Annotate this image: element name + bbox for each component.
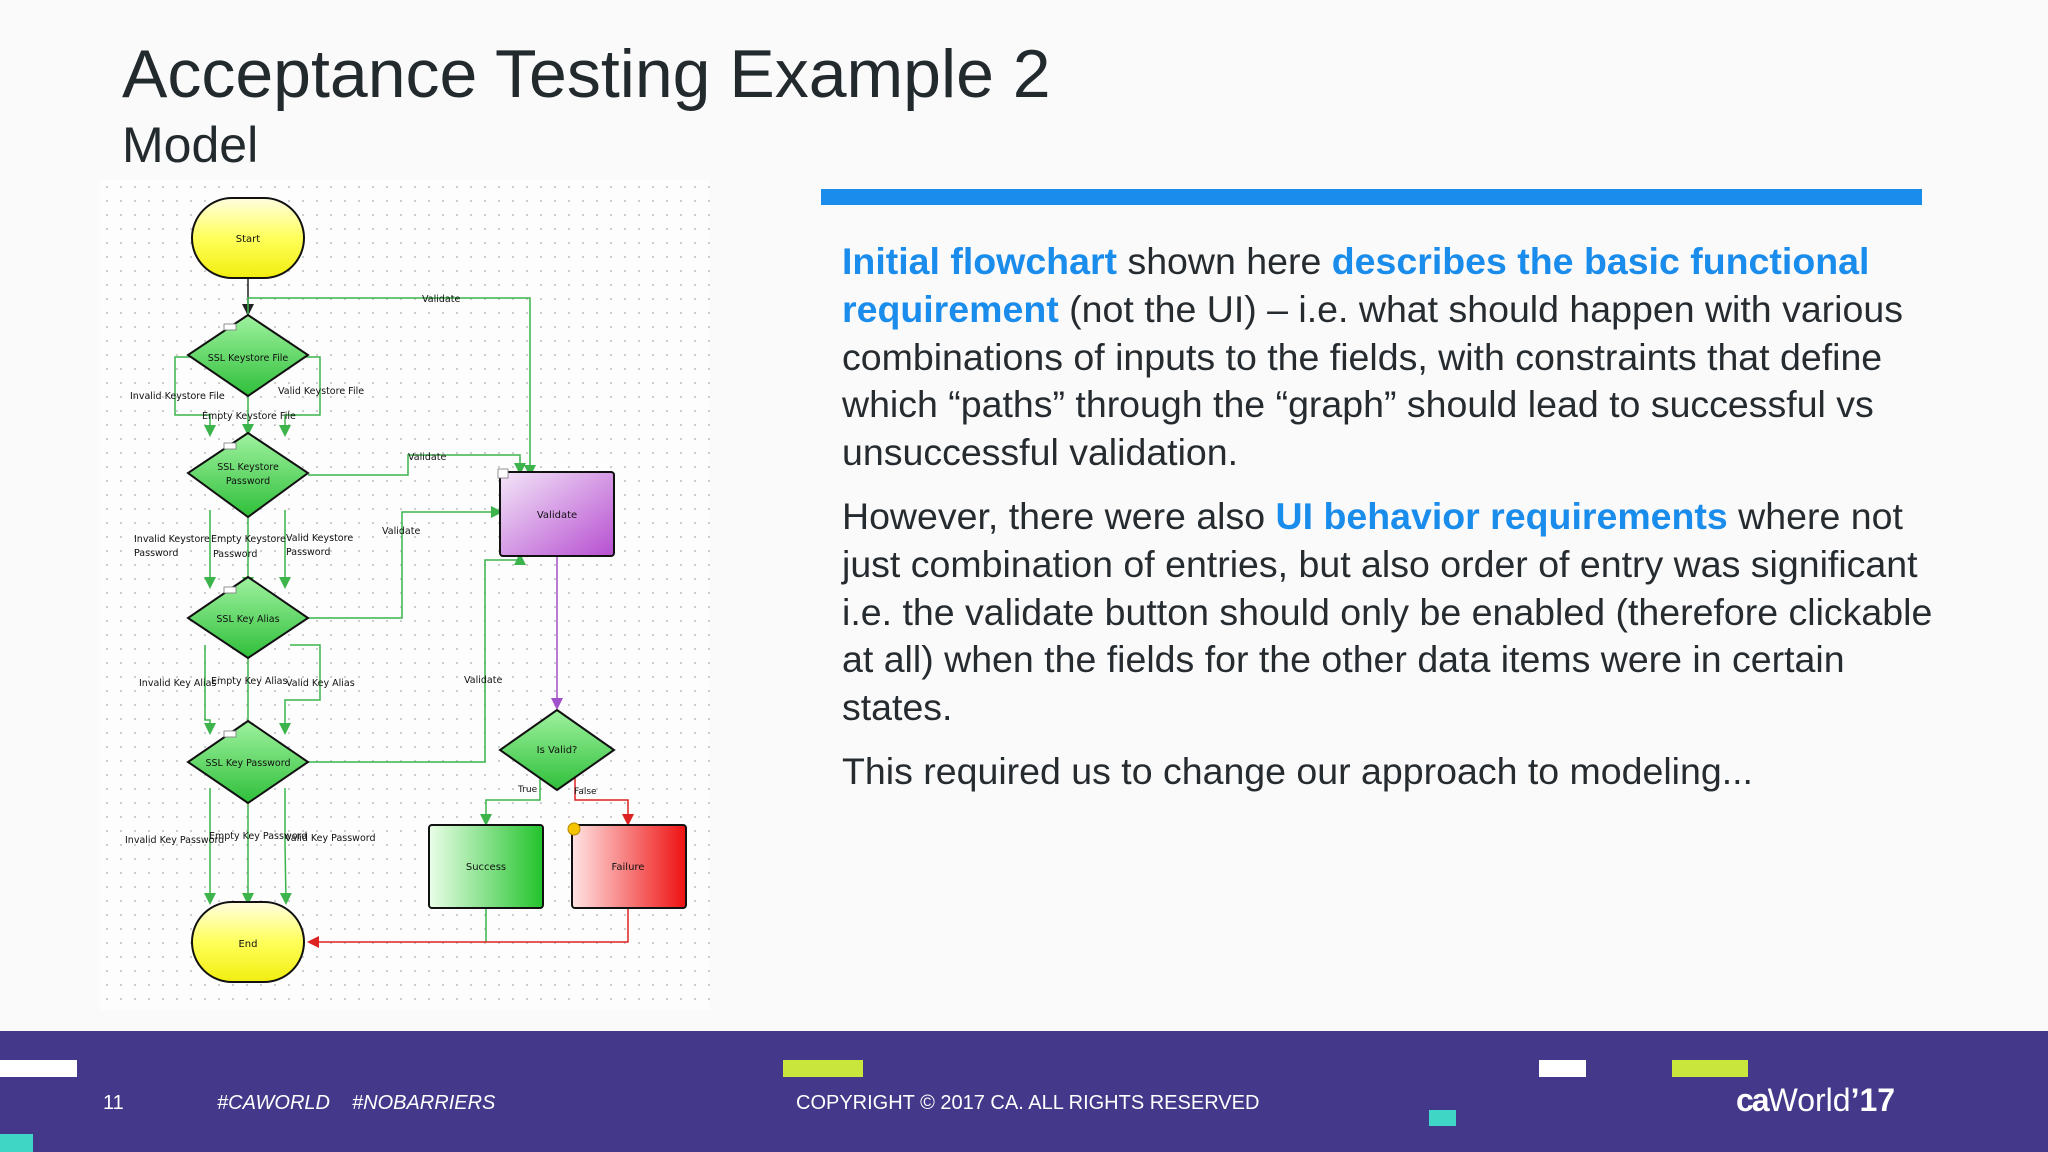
edge-label-invalid-keystore-file: Invalid Keystore File	[130, 391, 225, 402]
edge-true	[480, 770, 541, 826]
node-marker-icon	[223, 586, 237, 594]
success-label: Success	[466, 862, 506, 873]
edge-label-empty-key-alias: Empty Key Alias	[211, 676, 287, 687]
footer-decoration	[0, 1060, 77, 1077]
is-valid-label: Is Valid?	[537, 745, 578, 756]
slide-title: Acceptance Testing Example 2	[122, 36, 1051, 112]
edge-label-empty-keystore-password-line2: Password	[213, 549, 257, 560]
paragraph-3: This required us to change our approach …	[842, 749, 1753, 792]
text-span: (not the UI) – i.e. what should happen w…	[842, 287, 1903, 474]
ssl-keystore-password-node	[186, 431, 310, 519]
end-label: End	[238, 939, 257, 950]
warning-icon	[567, 822, 581, 836]
page-number: 11	[103, 1092, 124, 1114]
edge-label-invalid-key-password: Invalid Key Password	[125, 835, 224, 846]
paragraph-1: Initial flowchart shown here describes t…	[842, 238, 1952, 477]
failure-node	[571, 824, 687, 909]
logo-year: ’17	[1850, 1082, 1896, 1118]
edge-false	[574, 770, 634, 826]
ssl-keystore-password-label-line2: Password	[226, 476, 270, 487]
edge-label-valid-key-password: Valid Key Password	[285, 833, 376, 844]
footer-decoration	[1539, 1060, 1586, 1077]
accent-bar	[821, 189, 1922, 205]
footer-bar	[0, 1031, 2048, 1152]
edge-label-valid-key-alias: Valid Key Alias	[286, 678, 355, 689]
ssl-key-password-label: SSL Key Password	[206, 758, 291, 769]
footer-decoration	[1672, 1060, 1748, 1077]
edge-label-validate-1: Validate	[422, 294, 460, 305]
flowchart-svg: Start SSL Keystore File SSL Keystore Pas…	[125, 197, 687, 983]
failure-label: Failure	[612, 862, 645, 873]
slide-subtitle: Model	[122, 117, 259, 173]
ssl-keystore-password-label-line1: SSL Keystore	[217, 462, 279, 473]
validate-label: Validate	[537, 510, 577, 521]
edge-label-validate-4: Validate	[464, 675, 502, 686]
edge-label-invalid-key-alias: Invalid Key Alias	[139, 678, 216, 689]
ssl-key-password-node	[186, 719, 310, 805]
is-valid-node	[498, 708, 616, 792]
edge-label-validate-3: Validate	[382, 526, 420, 537]
edge-label-true: True	[517, 785, 538, 795]
edge-label-invalid-keystore-password-line2: Password	[134, 548, 178, 559]
edge-valid-key-password	[279, 788, 292, 905]
footer-decoration	[0, 1134, 33, 1152]
hashtag-caworld: #CAWORLD	[217, 1092, 330, 1114]
highlight-basic-requirement: describes the basic functional requireme…	[842, 240, 1870, 330]
ssl-keystore-file-label: SSL Keystore File	[208, 353, 289, 364]
ssl-keystore-file-node	[186, 313, 310, 398]
edge-validate-2	[308, 454, 526, 476]
footer-decoration	[783, 1060, 863, 1077]
edge-validate-3	[308, 506, 503, 619]
edge-label-valid-keystore-file: Valid Keystore File	[278, 386, 364, 397]
end-node	[191, 901, 305, 983]
node-marker-icon	[223, 442, 237, 450]
node-marker-icon	[497, 468, 509, 479]
edge-validate-1	[247, 297, 536, 477]
logo-ca: ca	[1736, 1082, 1770, 1118]
validate-node	[499, 471, 615, 557]
edge-valid-key-alias	[279, 644, 321, 735]
node-marker-icon	[223, 730, 237, 738]
edge-label-empty-keystore-file: Empty Keystore File	[202, 411, 296, 422]
edge-valid-keystore-file	[279, 356, 321, 437]
edge-invalid-key-alias	[204, 645, 216, 735]
edge-label-empty-key-password: Empty Key Password	[209, 831, 307, 842]
edge-failure-to-end	[307, 908, 629, 948]
start-node	[191, 197, 305, 279]
edge-label-false: False	[574, 787, 597, 797]
flowchart-diagram: Start SSL Keystore File SSL Keystore Pas…	[100, 180, 710, 1010]
text-span: where not just combination of entries, b…	[842, 494, 1933, 729]
logo-world: World	[1767, 1082, 1851, 1118]
paragraph-2: However, there were also UI behavior req…	[842, 493, 1952, 732]
edge-invalid-keystore-file	[174, 356, 216, 437]
edge-label-validate-2: Validate	[408, 452, 446, 463]
ssl-key-alias-node	[186, 575, 310, 660]
success-node	[428, 824, 544, 909]
edge-validate-4	[308, 553, 526, 763]
highlight-ui-behavior: UI behavior requirements	[1275, 494, 1728, 537]
hashtag-nobarriers: #NOBARRIERS	[352, 1092, 496, 1114]
ca-world-logo: caWorld’17	[1736, 1082, 1895, 1119]
edge-label-valid-keystore-password-line1: Valid Keystore	[286, 533, 353, 544]
edge-label-empty-keystore-password-line1: Empty Keystore	[211, 534, 286, 545]
edge-label-invalid-keystore-password-line1: Invalid Keystore	[134, 534, 210, 545]
ssl-key-alias-label: SSL Key Alias	[216, 614, 279, 625]
footer-decoration	[1429, 1110, 1456, 1126]
edge-label-valid-keystore-password-line2: Password	[286, 547, 330, 558]
text-span: However, there were also	[842, 494, 1276, 537]
highlight-initial-flowchart: Initial flowchart	[842, 240, 1118, 282]
copyright-text: COPYRIGHT © 2017 CA. ALL RIGHTS RESERVED	[796, 1092, 1260, 1114]
text-span: shown here	[1117, 240, 1332, 282]
start-label: Start	[236, 234, 261, 245]
body-text: Initial flowchart shown here describes t…	[842, 238, 1952, 812]
node-marker-icon	[223, 323, 237, 331]
